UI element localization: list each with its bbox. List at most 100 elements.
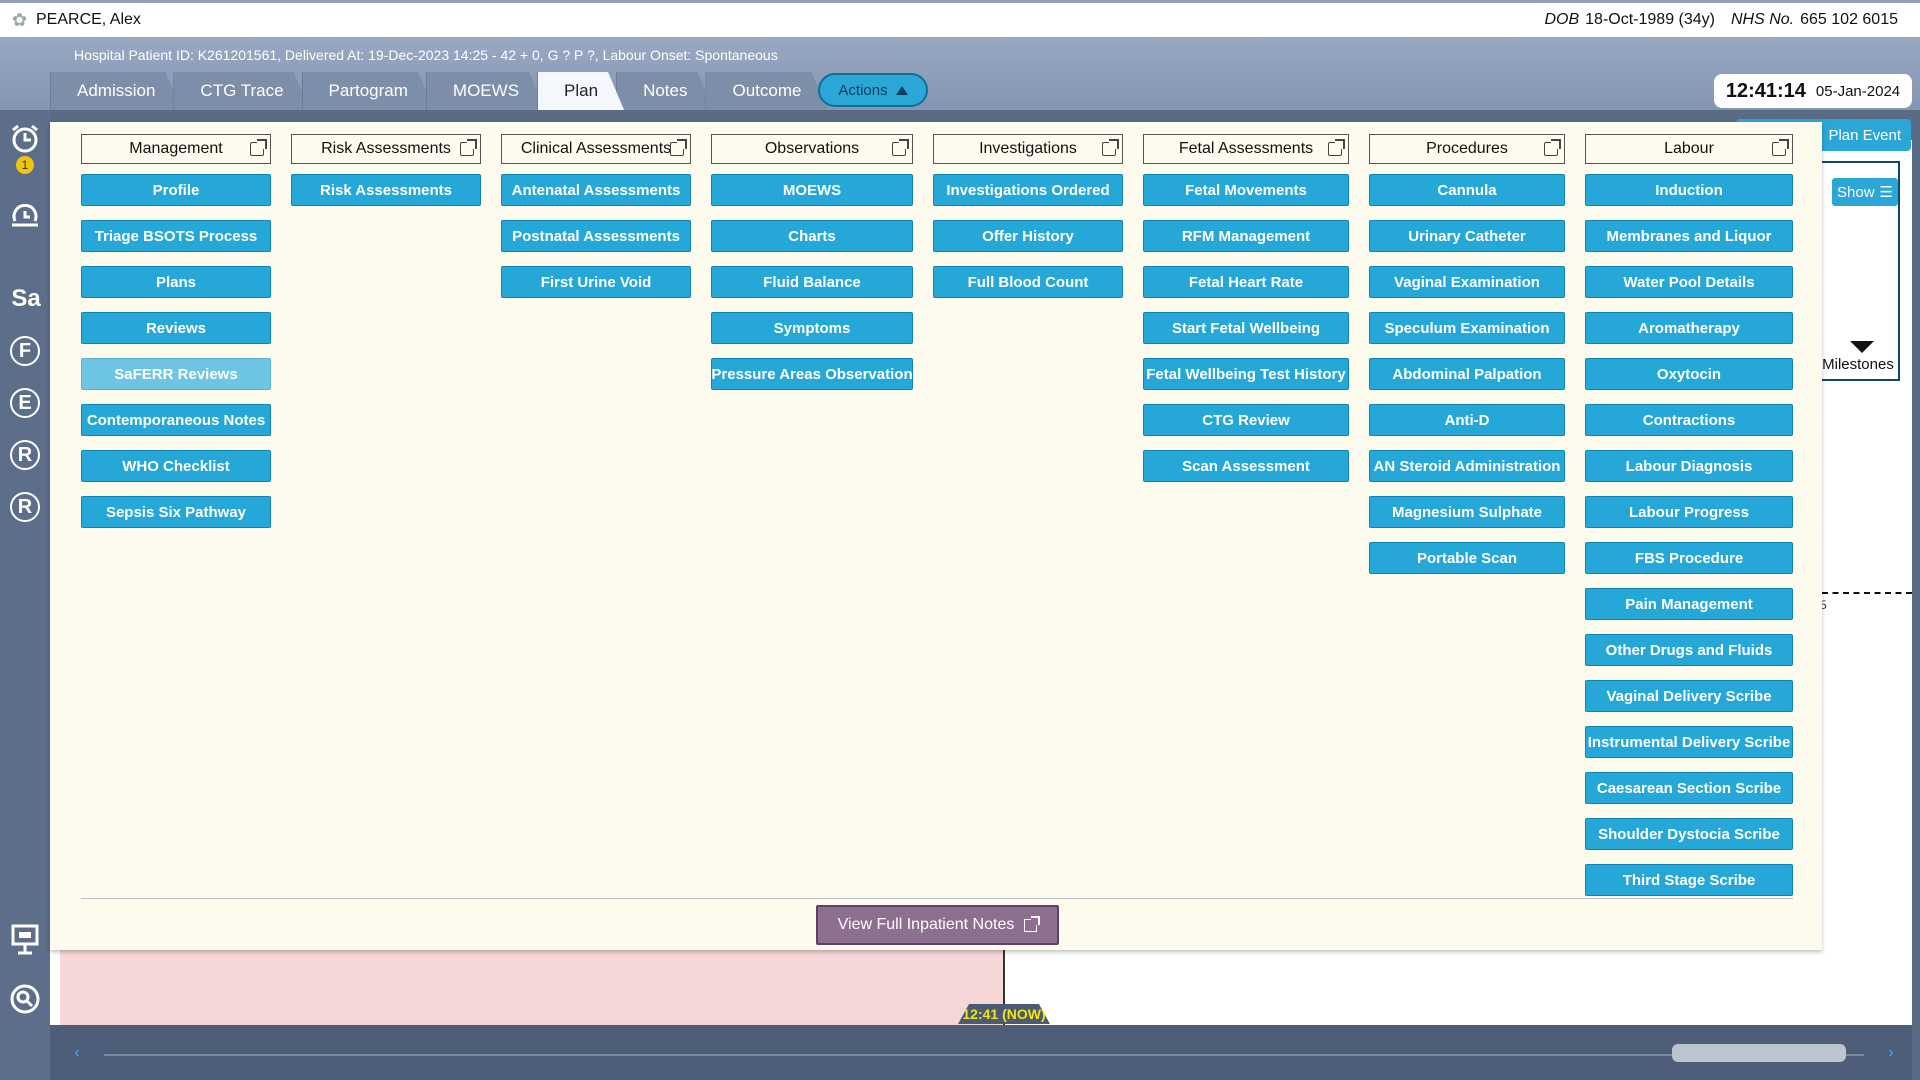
plan-column-header-observations[interactable]: Observations [711, 134, 913, 164]
plan-item-offer-history-button[interactable]: Offer History [933, 220, 1123, 252]
plan-item-caesarean-section-scribe-button[interactable]: Caesarean Section Scribe [1585, 772, 1793, 804]
plan-item-rfm-management-button[interactable]: RFM Management [1143, 220, 1349, 252]
rail-letter-f[interactable]: F [10, 336, 40, 366]
tab-partogram[interactable]: Partogram [302, 72, 434, 110]
column-header-label: Observations [764, 140, 860, 157]
plan-item-fetal-wellbeing-test-history-button[interactable]: Fetal Wellbeing Test History [1143, 358, 1349, 390]
plan-item-moews-button[interactable]: MOEWS [711, 174, 913, 206]
scroll-left-arrow-icon[interactable]: ‹ [74, 1044, 80, 1061]
plan-item-abdominal-palpation-button[interactable]: Abdominal Palpation [1369, 358, 1565, 390]
plan-item-full-blood-count-button[interactable]: Full Blood Count [933, 266, 1123, 298]
rail-letter-e[interactable]: E [10, 388, 40, 418]
show-menu-button[interactable]: Show ☰ [1832, 178, 1898, 206]
plan-item-reviews-button[interactable]: Reviews [81, 312, 271, 344]
plan-item-symptoms-button[interactable]: Symptoms [711, 312, 913, 344]
plan-item-sepsis-six-pathway-button[interactable]: Sepsis Six Pathway [81, 496, 271, 528]
tab-notes[interactable]: Notes [616, 72, 713, 110]
left-rail: Sa F E R R [0, 110, 50, 1080]
patient-identifiers: DOB 18-Oct-1989 (34y) NHS No. 665 102 60… [1544, 11, 1908, 29]
column-header-label: Investigations [979, 140, 1077, 157]
actions-button[interactable]: Actions [818, 73, 928, 107]
plan-item-scan-assessment-button[interactable]: Scan Assessment [1143, 450, 1349, 482]
plan-item-fetal-movements-button[interactable]: Fetal Movements [1143, 174, 1349, 206]
timeline-dashed-marker [1822, 592, 1912, 594]
plan-item-water-pool-details-button[interactable]: Water Pool Details [1585, 266, 1793, 298]
plan-item-contractions-button[interactable]: Contractions [1585, 404, 1793, 436]
plan-item-vaginal-examination-button[interactable]: Vaginal Examination [1369, 266, 1565, 298]
rail-letter-sa[interactable]: Sa [11, 285, 41, 312]
plan-item-urinary-catheter-button[interactable]: Urinary Catheter [1369, 220, 1565, 252]
plan-item-fluid-balance-button[interactable]: Fluid Balance [711, 266, 913, 298]
main-tabs: Admission CTG Trace Partogram MOEWS Plan… [50, 72, 819, 110]
plan-column-header-fetal-assessments[interactable]: Fetal Assessments [1143, 134, 1349, 164]
external-link-icon [1328, 139, 1345, 156]
plan-item-an-steroid-administration-button[interactable]: AN Steroid Administration [1369, 450, 1565, 482]
tab-admission[interactable]: Admission [50, 72, 181, 110]
external-link-icon [250, 139, 267, 156]
plan-item-other-drugs-and-fluids-button[interactable]: Other Drugs and Fluids [1585, 634, 1793, 666]
plan-item-induction-button[interactable]: Induction [1585, 174, 1793, 206]
plan-item-profile-button[interactable]: Profile [81, 174, 271, 206]
tab-plan[interactable]: Plan [537, 72, 624, 110]
plan-item-contemporaneous-notes-button[interactable]: Contemporaneous Notes [81, 404, 271, 436]
plan-item-labour-diagnosis-button[interactable]: Labour Diagnosis [1585, 450, 1793, 482]
alarm-count-badge: 1 [16, 156, 34, 174]
column-header-label: Fetal Assessments [1178, 140, 1314, 157]
tab-moews[interactable]: MOEWS [426, 72, 545, 110]
search-icon[interactable] [8, 982, 42, 1016]
plan-item-membranes-and-liquor-button[interactable]: Membranes and Liquor [1585, 220, 1793, 252]
rail-letter-r1[interactable]: R [10, 440, 40, 470]
plan-item-first-urine-void-button[interactable]: First Urine Void [501, 266, 691, 298]
plan-item-investigations-ordered-button[interactable]: Investigations Ordered [933, 174, 1123, 206]
plan-item-labour-progress-button[interactable]: Labour Progress [1585, 496, 1793, 528]
tab-ctg-trace[interactable]: CTG Trace [173, 72, 309, 110]
plan-item-plans-button[interactable]: Plans [81, 266, 271, 298]
plan-item-antenatal-assessments-button[interactable]: Antenatal Assessments [501, 174, 691, 206]
plan-column-header-risk-assessments[interactable]: Risk Assessments [291, 134, 481, 164]
history-icon[interactable] [8, 198, 42, 232]
plan-item-saferr-reviews-button[interactable]: SaFERR Reviews [81, 358, 271, 390]
flower-icon: ✿ [12, 10, 28, 30]
elapsed-time-band [60, 950, 1005, 1025]
plan-column-header-investigations[interactable]: Investigations [933, 134, 1123, 164]
plan-column-header-labour[interactable]: Labour [1585, 134, 1793, 164]
plan-item-risk-assessments-button[interactable]: Risk Assessments [291, 174, 481, 206]
plan-item-vaginal-delivery-scribe-button[interactable]: Vaginal Delivery Scribe [1585, 680, 1793, 712]
plan-item-oxytocin-button[interactable]: Oxytocin [1585, 358, 1793, 390]
presentation-board-icon[interactable] [8, 922, 42, 956]
plan-item-portable-scan-button[interactable]: Portable Scan [1369, 542, 1565, 574]
scroll-right-arrow-icon[interactable]: › [1888, 1044, 1894, 1061]
plan-item-shoulder-dystocia-scribe-button[interactable]: Shoulder Dystocia Scribe [1585, 818, 1793, 850]
plan-column-header-management[interactable]: Management [81, 134, 271, 164]
rail-letter-r2[interactable]: R [10, 492, 40, 522]
plan-item-fbs-procedure-button[interactable]: FBS Procedure [1585, 542, 1793, 574]
clock-date: 05-Jan-2024 [1815, 82, 1901, 100]
tab-outcome[interactable]: Outcome [705, 72, 827, 110]
plan-item-cannula-button[interactable]: Cannula [1369, 174, 1565, 206]
scroll-track[interactable] [104, 1054, 1864, 1056]
view-full-inpatient-notes-button[interactable]: View Full Inpatient Notes [816, 905, 1059, 945]
plan-item-speculum-examination-button[interactable]: Speculum Examination [1369, 312, 1565, 344]
plan-item-fetal-heart-rate-button[interactable]: Fetal Heart Rate [1143, 266, 1349, 298]
plan-item-third-stage-scribe-button[interactable]: Third Stage Scribe [1585, 864, 1793, 896]
plan-item-anti-d-button[interactable]: Anti-D [1369, 404, 1565, 436]
plan-item-postnatal-assessments-button[interactable]: Postnatal Assessments [501, 220, 691, 252]
plan-item-aromatherapy-button[interactable]: Aromatherapy [1585, 312, 1793, 344]
plan-item-charts-button[interactable]: Charts [711, 220, 913, 252]
plan-column-header-procedures[interactable]: Procedures [1369, 134, 1565, 164]
column-header-label: Risk Assessments [321, 140, 451, 157]
triangle-down-icon [1850, 341, 1874, 353]
plan-item-start-fetal-wellbeing-button[interactable]: Start Fetal Wellbeing [1143, 312, 1349, 344]
scroll-thumb[interactable] [1672, 1044, 1846, 1062]
plan-item-ctg-review-button[interactable]: CTG Review [1143, 404, 1349, 436]
panel-divider [81, 898, 1793, 899]
plan-item-triage-bsots-process-button[interactable]: Triage BSOTS Process [81, 220, 271, 252]
plan-item-magnesium-sulphate-button[interactable]: Magnesium Sulphate [1369, 496, 1565, 528]
plan-item-pain-management-button[interactable]: Pain Management [1585, 588, 1793, 620]
plan-item-who-checklist-button[interactable]: WHO Checklist [81, 450, 271, 482]
alarm-clock-icon[interactable] [8, 122, 42, 156]
plan-item-instrumental-delivery-scribe-button[interactable]: Instrumental Delivery Scribe [1585, 726, 1793, 758]
plan-column-header-clinical-assessments[interactable]: Clinical Assessments [501, 134, 691, 164]
plan-item-pressure-areas-observation-button[interactable]: Pressure Areas Observation [711, 358, 913, 390]
column-header-label: Procedures [1426, 140, 1508, 157]
